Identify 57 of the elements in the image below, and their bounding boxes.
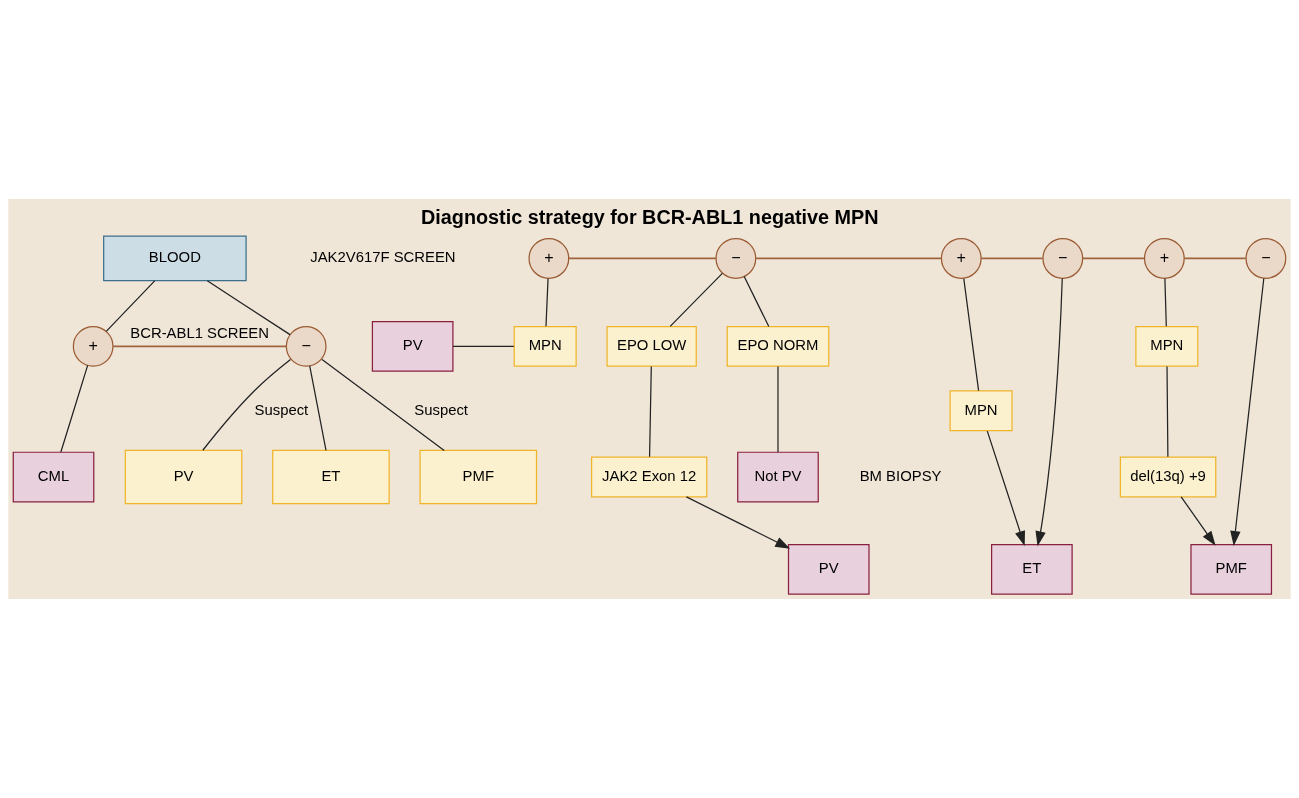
label: JAK2V617F SCREEN — [310, 249, 456, 266]
arrow — [986, 430, 1025, 546]
connector — [777, 365, 779, 453]
connector — [321, 358, 445, 451]
node-box: del(13q) +9 — [1119, 456, 1217, 498]
arrow — [685, 496, 791, 549]
connector — [648, 365, 652, 458]
node-circle: − — [715, 238, 757, 279]
node-box: PV — [371, 321, 454, 372]
arrow — [1180, 496, 1216, 546]
connector — [112, 345, 287, 348]
connector — [1081, 257, 1146, 260]
node-circle: + — [72, 325, 114, 367]
connector — [568, 257, 717, 260]
connector — [1183, 257, 1247, 260]
node-circle: + — [1143, 238, 1185, 279]
connector — [202, 358, 292, 451]
node-box: EPO LOW — [606, 325, 697, 367]
node-box: PV — [787, 543, 870, 595]
node-box: MPN — [949, 390, 1013, 432]
diagram-title: Diagnostic strategy for BCR-ABL1 negative MPN — [421, 205, 879, 228]
node-circle: + — [940, 238, 982, 279]
node-box: EPO NORM — [726, 325, 830, 367]
connector — [1164, 278, 1167, 327]
edge-label: Suspect — [414, 401, 468, 418]
node-box: PMF — [419, 449, 538, 505]
node-box: PMF — [1190, 543, 1273, 595]
connector — [980, 257, 1044, 260]
connector — [309, 365, 327, 451]
connector — [755, 257, 943, 260]
node-circle: − — [1245, 238, 1287, 279]
connector — [963, 278, 980, 392]
node-box: MPN — [513, 325, 577, 367]
node-circle: − — [1042, 238, 1084, 279]
edge-label: Suspect — [254, 401, 309, 418]
connector — [743, 275, 770, 328]
connector — [452, 345, 515, 347]
connector — [1166, 365, 1169, 458]
node-box: BLOOD — [103, 235, 247, 282]
node-box: ET — [991, 543, 1073, 595]
node-box: ET — [272, 449, 390, 505]
node-circle: + — [528, 238, 570, 279]
node-box: PV — [124, 449, 243, 505]
arrow — [1035, 277, 1063, 547]
connector — [669, 272, 723, 327]
edge-label: BCR-ABL1 SCREEN — [130, 325, 270, 342]
arrow — [1230, 277, 1265, 546]
node-box: CML — [12, 451, 95, 503]
connector — [545, 278, 549, 327]
connector — [105, 280, 156, 333]
connector — [206, 280, 291, 336]
node-box: JAK2 Exon 12 — [591, 456, 708, 498]
label: BM BIOPSY — [859, 467, 942, 484]
node-box: Not PV — [737, 451, 819, 503]
node-circle: − — [285, 325, 327, 367]
connector — [60, 364, 89, 453]
node-box: MPN — [1135, 325, 1199, 367]
